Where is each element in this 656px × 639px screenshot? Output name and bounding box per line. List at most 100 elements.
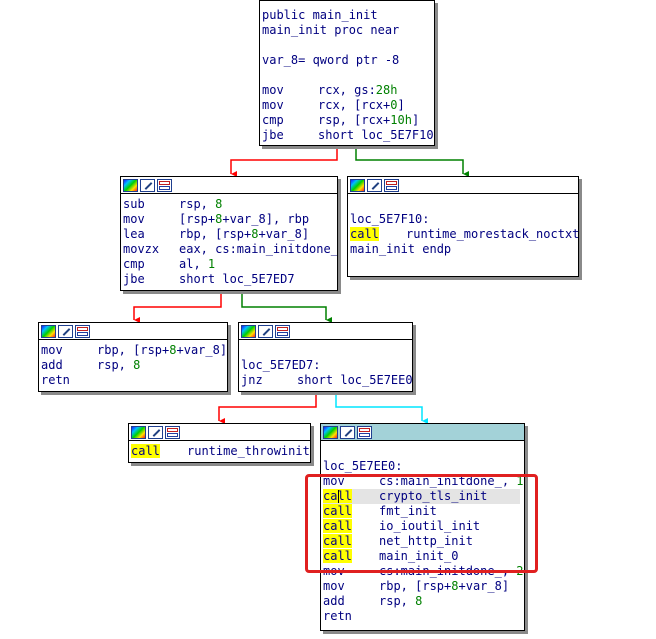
instruction-line[interactable]: mov[rsp+8+var_8], rbp — [123, 212, 333, 227]
operands[interactable]: eax, cs:main_initdone_ — [179, 242, 338, 256]
instruction-line[interactable]: loc_5E7EE0: — [323, 459, 520, 474]
mnemonic[interactable]: add — [41, 358, 63, 372]
instruction-line[interactable]: cmp rsp, [rcx+10h] — [262, 113, 430, 128]
operands[interactable]: main_init_0 — [379, 549, 459, 563]
mnemonic[interactable]: mov — [323, 474, 345, 488]
mnemonic[interactable]: call — [350, 227, 379, 241]
instruction-line[interactable]: call main_init_0 — [323, 549, 520, 564]
mnemonic[interactable]: jbe — [262, 128, 284, 142]
mnemonic[interactable]: sub — [123, 197, 145, 211]
instruction-line[interactable]: add rsp, 8 — [323, 594, 520, 609]
mnemonic[interactable]: mov — [262, 83, 284, 97]
instruction-line[interactable]: main_init endp — [350, 242, 574, 257]
mnemonic[interactable]: call — [323, 489, 379, 504]
edit-icon[interactable] — [148, 425, 163, 439]
mnemonic[interactable]: mov — [262, 98, 284, 112]
instruction-line[interactable]: add rsp, 8 — [41, 358, 223, 373]
instruction-line[interactable]: mov rcx, [rcx+0] — [262, 98, 430, 113]
operands[interactable]: rcx, [rcx+0] — [318, 98, 405, 112]
mnemonic[interactable]: retn — [323, 609, 352, 623]
instruction-line[interactable]: call runtime_morestack_noctxt — [350, 227, 578, 242]
operands[interactable]: io_ioutil_init — [379, 519, 481, 533]
operands[interactable]: rbp, [rsp+8+var_8] — [97, 343, 228, 357]
mnemonic[interactable]: cmp — [123, 257, 145, 271]
instruction-line[interactable]: mov cs:main_initdone_, 1 — [323, 474, 524, 489]
mnemonic[interactable]: mov — [323, 579, 345, 593]
mnemonic[interactable]: lea — [123, 227, 145, 241]
edit-icon[interactable] — [140, 178, 155, 192]
mnemonic[interactable]: jnz — [241, 373, 263, 387]
mnemonic[interactable]: mov — [123, 212, 145, 226]
label-text[interactable]: main_init endp — [350, 242, 452, 256]
instruction-line[interactable]: call runtime_throwinit — [131, 444, 310, 459]
operands[interactable]: cs:main_initdone_, 1 — [379, 474, 524, 488]
instruction-line[interactable]: loc_5E7ED7: — [241, 358, 408, 373]
mnemonic[interactable]: call — [323, 549, 352, 563]
label-text[interactable]: loc_5E7F10: — [350, 212, 430, 226]
instruction-line-current[interactable]: callcrypto_tls_init — [323, 489, 520, 504]
color-palette-icon[interactable] — [350, 178, 365, 192]
mnemonic[interactable]: call — [131, 444, 160, 458]
operands[interactable]: rsp, 8 — [379, 594, 423, 608]
mnemonic[interactable]: cmp — [262, 113, 284, 127]
mnemonic[interactable]: mov — [41, 343, 63, 357]
operands[interactable]: runtime_throwinit — [187, 444, 310, 458]
instruction-line[interactable]: mov rcx, gs:28h — [262, 83, 430, 98]
operands[interactable]: net_http_init — [379, 534, 473, 548]
operands[interactable]: cs:main_initdone_, 2 — [379, 564, 524, 578]
operands[interactable]: rsp, [rcx+10h] — [318, 113, 420, 127]
edit-icon[interactable] — [58, 324, 73, 338]
mnemonic[interactable]: add — [323, 594, 345, 608]
instruction-line[interactable]: loc_5E7F10: — [350, 212, 574, 227]
operands[interactable]: short loc_5E7ED7 — [179, 272, 295, 286]
operands[interactable]: crypto_tls_init — [379, 489, 488, 503]
graph-overview-icon[interactable] — [75, 324, 90, 338]
instruction-line[interactable]: sub rsp, 8 — [123, 197, 333, 212]
operands[interactable]: rbp, [rsp+8+var_8] — [179, 227, 310, 241]
edit-icon[interactable] — [258, 324, 273, 338]
edit-icon[interactable] — [367, 178, 382, 192]
label-text[interactable]: loc_5E7ED7: — [241, 358, 321, 372]
instruction-line[interactable]: call net_http_init — [323, 534, 520, 549]
mnemonic[interactable]: call — [323, 534, 352, 548]
operands[interactable]: al, 1 — [179, 257, 216, 271]
instruction-line[interactable]: mov rbp, [rsp+8+var_8] — [323, 579, 520, 594]
graph-overview-icon[interactable] — [165, 425, 180, 439]
instruction-line[interactable]: jbe short loc_5E7F10 — [262, 128, 434, 143]
label-text[interactable]: loc_5E7EE0: — [323, 459, 403, 473]
instruction-line[interactable]: retn — [41, 373, 223, 388]
instruction-line[interactable]: movzx eax, cs:main_initdone_ — [123, 242, 337, 257]
graph-node-throwinit[interactable]: call runtime_throwinit — [128, 423, 311, 463]
graph-overview-icon[interactable] — [157, 178, 172, 192]
instruction-line[interactable]: call fmt_init — [323, 504, 520, 519]
operands[interactable]: rcx, gs:28h — [318, 83, 398, 97]
mnemonic[interactable]: call — [323, 519, 352, 533]
edit-icon[interactable] — [340, 425, 355, 439]
graph-overview-icon[interactable] — [275, 324, 290, 338]
instruction-line[interactable]: lea rbp, [rsp+8+var_8] — [123, 227, 333, 242]
label-text[interactable]: public main_init — [262, 8, 378, 22]
operands[interactable]: rbp, [rsp+8+var_8] — [379, 579, 510, 593]
graph-node-ret-early[interactable]: mov rbp, [rsp+8+var_8]add rsp, 8 retn — [38, 322, 228, 392]
operands[interactable]: runtime_morestack_noctxt — [406, 227, 579, 241]
mnemonic[interactable]: retn — [41, 373, 70, 387]
operands[interactable]: rsp, 8 — [97, 358, 141, 372]
color-palette-icon[interactable] — [131, 425, 146, 439]
operands[interactable]: short loc_5E7F10 — [318, 128, 434, 142]
operands[interactable]: fmt_init — [379, 504, 437, 518]
mnemonic[interactable]: movzx — [123, 242, 160, 256]
graph-overview-icon[interactable] — [357, 425, 372, 439]
color-palette-icon[interactable] — [323, 425, 338, 439]
color-palette-icon[interactable] — [241, 324, 256, 338]
mnemonic[interactable]: call — [323, 504, 352, 518]
operands[interactable]: rsp, 8 — [179, 197, 223, 211]
color-palette-icon[interactable] — [123, 178, 138, 192]
label-text[interactable]: main_init proc near — [262, 23, 400, 37]
